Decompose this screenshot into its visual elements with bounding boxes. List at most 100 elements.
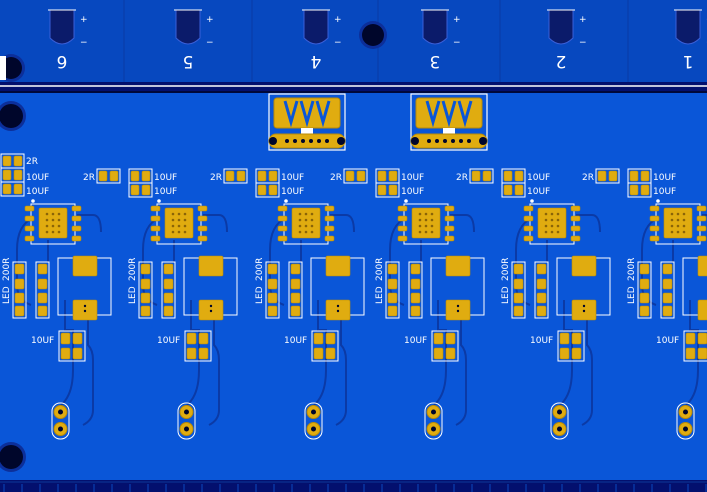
thermal-via: [682, 218, 686, 222]
capacitor-pad: [559, 332, 570, 345]
capacitor-pad: [433, 347, 444, 360]
thermal-via: [310, 218, 314, 222]
capacitor-pad: [141, 184, 151, 196]
component-pad: [37, 263, 48, 275]
mounting-holes: [0, 21, 387, 472]
thermal-via: [424, 230, 428, 234]
usb-mount-hole: [337, 137, 345, 145]
capacitor-label: 10UF: [157, 336, 180, 346]
led-outline: [12, 261, 27, 319]
resistor-pad: [236, 170, 246, 182]
battery-slot-1: +−1: [674, 9, 707, 71]
ic-pin-pad: [523, 215, 534, 222]
thermal-via: [298, 212, 302, 216]
capacitor-pad: [445, 347, 456, 360]
ic-pin-pad: [649, 235, 660, 242]
capacitor-pad: [186, 347, 197, 360]
thermal-via: [418, 218, 422, 222]
thermal-via: [183, 224, 187, 228]
slot-number-label: 5: [183, 51, 194, 71]
thermal-via: [670, 218, 674, 222]
ic-pin-pad: [397, 235, 408, 242]
component-pad: [513, 278, 524, 290]
capacitor-pad: [13, 183, 23, 195]
output-pad-hole: [311, 409, 316, 415]
component-pad: [536, 278, 547, 290]
thermal-via: [304, 230, 308, 234]
usb-mount-hole: [479, 137, 487, 145]
capacitor-pad: [268, 170, 278, 182]
capacitor-pad: [141, 170, 151, 182]
led-label: LED: [375, 286, 385, 304]
inductor-via: [336, 304, 340, 308]
thermal-via: [424, 212, 428, 216]
ic-pin-pad: [71, 205, 82, 212]
usb-contact: [457, 100, 473, 128]
thermal-via: [418, 224, 422, 228]
ic-pin-pad: [24, 235, 35, 242]
inductor-pad: [198, 255, 224, 277]
component-pad: [387, 292, 398, 304]
capacitor-pad: [72, 347, 83, 360]
capacitor-pad: [629, 170, 639, 182]
resistor-pad: [2, 155, 12, 167]
capacitor-pad: [377, 170, 387, 182]
inductor-via: [582, 304, 586, 308]
usb-mount-hole: [269, 137, 277, 145]
usb-contact: [441, 100, 457, 128]
ic-pin-pad: [324, 225, 335, 232]
thermal-via: [670, 212, 674, 216]
led-outline: [511, 261, 526, 319]
capacitor-label: 10UF: [154, 187, 177, 197]
usb-outline: [268, 93, 346, 151]
capacitor-pad: [72, 332, 83, 345]
component-pad: [513, 305, 524, 317]
inductor-via: [209, 304, 213, 308]
polarity-plus-label: +: [334, 15, 342, 25]
resistor-200r-label: 200R: [375, 258, 385, 281]
capacitor-pad: [325, 347, 336, 360]
capacitor-pad: [514, 184, 524, 196]
capacitor-outline: [557, 330, 585, 362]
resistor-200r-outline: [660, 261, 675, 319]
component-pad: [290, 263, 301, 275]
thermal-via: [418, 230, 422, 234]
output-pad-hole: [431, 426, 436, 432]
capacitor-pad: [697, 347, 707, 360]
component-pad: [536, 305, 547, 317]
output-header-outline: [550, 402, 569, 440]
component-pad: [267, 263, 278, 275]
capacitor-pad: [571, 332, 582, 345]
thermal-via: [304, 224, 308, 228]
thermal-via: [45, 224, 49, 228]
resistor-200r-label: 200R: [2, 258, 12, 281]
inductor-via: [209, 309, 213, 313]
capacitor-pad: [388, 184, 398, 196]
capacitor-pad: [685, 347, 696, 360]
usb-marker: [301, 128, 313, 134]
component-pad: [662, 263, 673, 275]
led-label: LED: [501, 286, 511, 304]
resistor-label: 2R: [83, 173, 95, 183]
thermal-via: [556, 212, 560, 216]
capacitor-pad: [685, 332, 696, 345]
resistor-label: 2R: [210, 173, 222, 183]
thermal-via: [57, 212, 61, 216]
capacitor-label: 10UF: [31, 336, 54, 346]
thermal-via: [544, 224, 548, 228]
resistor-200r-outline: [408, 261, 423, 319]
mounting-hole: [0, 445, 23, 469]
ic-pin-pad: [324, 215, 335, 222]
thermal-via: [183, 212, 187, 216]
capacitor-label: 10UF: [653, 173, 676, 183]
thermal-via: [310, 212, 314, 216]
output-header-outline: [304, 402, 323, 440]
component-pad: [163, 263, 174, 275]
ic-pin-pad: [444, 225, 455, 232]
battery-clip-pad: [548, 9, 574, 45]
thermal-via: [298, 224, 302, 228]
resistor-label: 2R: [26, 157, 38, 167]
battery-clip-pad: [303, 9, 329, 45]
usb-pin: [459, 139, 463, 143]
